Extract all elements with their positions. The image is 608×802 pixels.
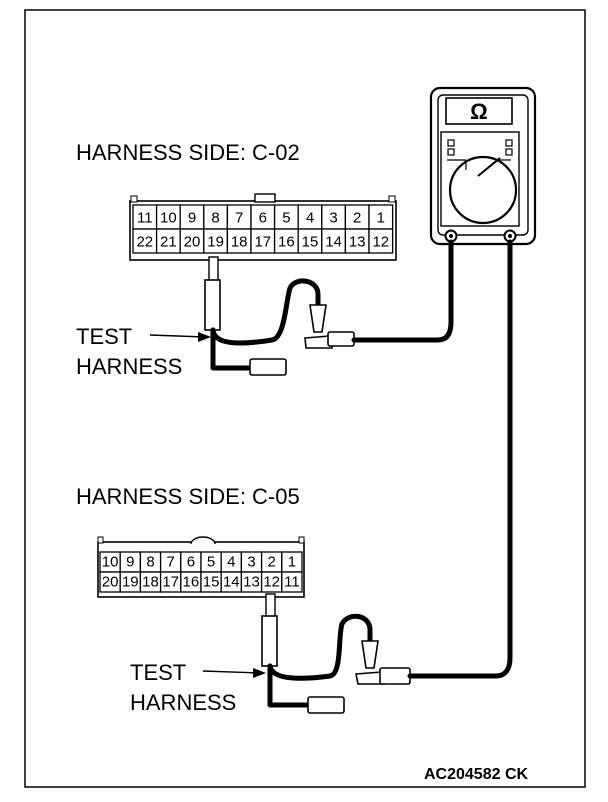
test-harness-2-arrow	[202, 668, 266, 678]
connector_c05-pin-5: 5	[207, 554, 215, 571]
harness-side-c02-label: HARNESS SIDE: C-02	[76, 140, 300, 165]
connector_c05-pin-16: 16	[183, 574, 200, 591]
connector_c02-pin-19: 19	[207, 233, 224, 250]
connector_c02-pin-12: 12	[372, 233, 389, 250]
connector_c02-pin-18: 18	[231, 233, 248, 250]
connector_c05-pin-12: 12	[263, 574, 280, 591]
connector_c05-pin-14: 14	[223, 574, 240, 591]
connector_c02-pin-2: 2	[353, 209, 361, 226]
meter-display	[445, 97, 513, 125]
connector_c02-pin-4: 4	[306, 209, 314, 226]
connector-c05-latch	[190, 536, 216, 545]
test-harness-2-label-line1: TEST	[130, 660, 186, 685]
selector-dial-icon	[448, 155, 518, 225]
connector_c05-pin-6: 6	[187, 554, 195, 571]
connector_c02-pin-10: 10	[160, 209, 177, 226]
connector_c05-pin-15: 15	[203, 574, 220, 591]
connector_c02-pin-7: 7	[235, 209, 243, 226]
test-harness-2-label-line2: HARNESS	[130, 690, 236, 715]
connector_c05-pin-8: 8	[146, 554, 154, 571]
connector_c02-pin-15: 15	[302, 233, 319, 250]
connector_c05-pin-20: 20	[102, 574, 119, 591]
connector-c02-latch	[254, 193, 276, 203]
connector_c05-pin-2: 2	[268, 554, 276, 571]
connector_c02-pin-22: 22	[136, 233, 153, 250]
connector_c05-pin-17: 17	[162, 574, 179, 591]
connector_c02-pin-14: 14	[325, 233, 342, 250]
connector_c02-pin-1: 1	[377, 209, 385, 226]
test-harness-1-label-line1: TEST	[76, 324, 132, 349]
connector_c02-pin-11: 11	[137, 209, 153, 226]
connector_c02-pin-5: 5	[282, 209, 290, 226]
connector_c02-pin-6: 6	[259, 209, 267, 226]
connector_c02-cell-12	[368, 228, 394, 254]
test-harness-2	[261, 239, 513, 714]
connector_c05-pin-7: 7	[167, 554, 175, 571]
connector_c02-pin-16: 16	[278, 233, 295, 250]
connector_c02-pin-3: 3	[329, 209, 337, 226]
ohmmeter: Ω	[429, 86, 537, 246]
connector_c05-pin-18: 18	[142, 574, 159, 591]
ohm-symbol: Ω	[470, 99, 488, 124]
connector_c05-pin-10: 10	[102, 554, 119, 571]
test-harness-1-arrow	[149, 332, 211, 342]
connector_c05-pin-13: 13	[243, 574, 260, 591]
connector_c05-cell-11	[281, 571, 303, 593]
connector_c05-pin-11: 11	[284, 574, 300, 591]
test-harness-1-label-line2: HARNESS	[76, 354, 182, 379]
connector_c02-pin-8: 8	[211, 209, 219, 226]
connector_c05-pin-9: 9	[126, 554, 134, 571]
connector_c05-pin-1: 1	[288, 554, 296, 571]
connector_c02-pin-20: 20	[184, 233, 201, 250]
connector_c02-pin-9: 9	[188, 209, 196, 226]
connector_c02-pin-17: 17	[254, 233, 271, 250]
harness-side-c05-label: HARNESS SIDE: C-05	[76, 484, 300, 509]
connector_c02-pin-13: 13	[349, 233, 366, 250]
connector_c05-pin-3: 3	[247, 554, 255, 571]
figure-border	[24, 9, 586, 788]
test-harness-1	[204, 239, 454, 376]
figure-code: AC204582 CK	[424, 766, 529, 783]
connector_c05-pin-19: 19	[122, 574, 139, 591]
connector_c02-pin-21: 21	[160, 233, 177, 250]
connector_c05-pin-4: 4	[227, 554, 235, 571]
